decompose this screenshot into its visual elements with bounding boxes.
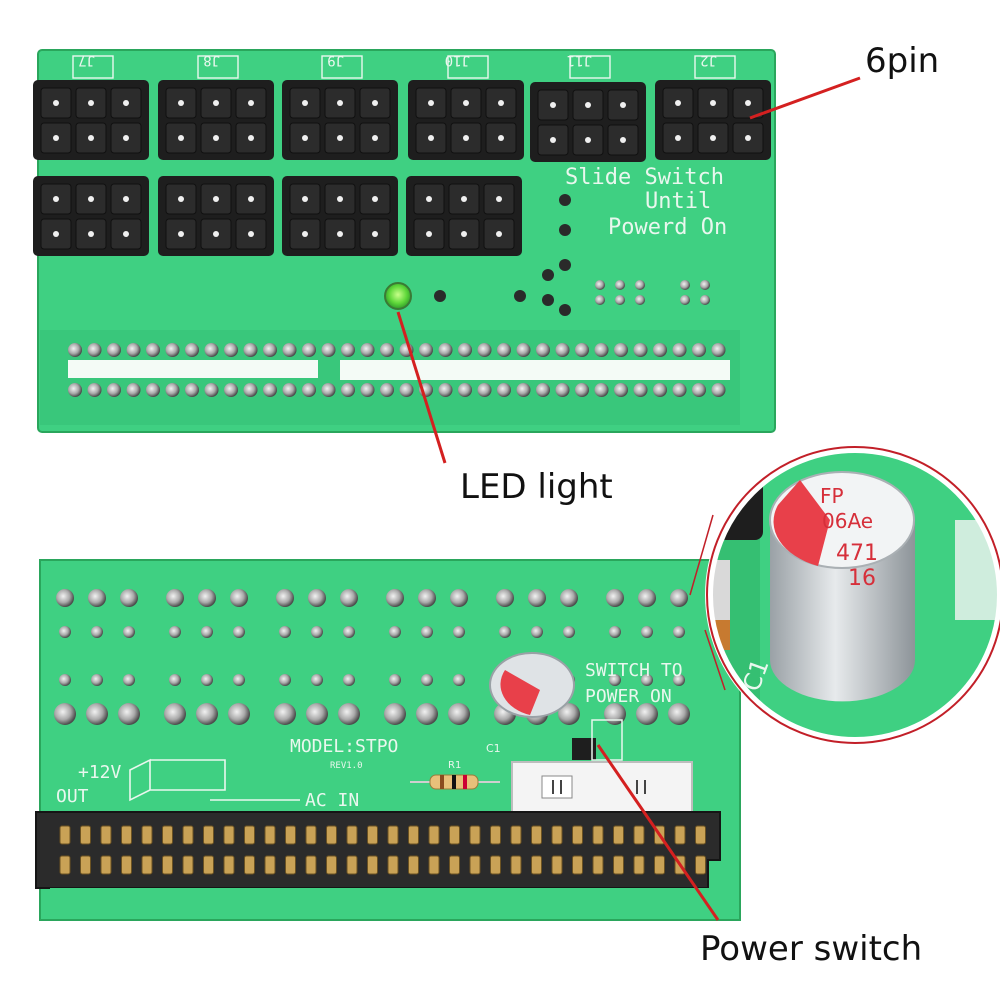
six-pin-callout: 6pin bbox=[865, 41, 940, 81]
cap-marking-2: 06Ae bbox=[822, 509, 873, 533]
connector-label: J10 bbox=[445, 52, 470, 68]
six-pin-connector bbox=[655, 80, 771, 160]
capacitor-c1: C1 bbox=[486, 652, 575, 755]
top-pcb-board: J7 J8 J9 J10 J11 J2 Slide Switch Until Powerd… bbox=[33, 49, 776, 433]
bottom-pcb-board: C1 SWITCH TO POWER ON MODEL:STPO REV1.0 … bbox=[35, 559, 741, 921]
c1-silk-label: C1 bbox=[486, 742, 501, 755]
power-switch-callout: Power switch bbox=[700, 929, 923, 969]
connector-labels: J7 J8 J9 J10 J11 J2 bbox=[72, 52, 736, 79]
led-callout-line bbox=[396, 311, 447, 464]
led-light-callout: LED light bbox=[460, 467, 613, 507]
six-pin-connector bbox=[33, 80, 149, 160]
connector-label: J9 bbox=[327, 52, 344, 68]
out-silk: OUT bbox=[56, 786, 89, 807]
six-pin-callout-line bbox=[749, 76, 861, 120]
model-silk: MODEL:STPO bbox=[290, 736, 398, 757]
six-pin-connector bbox=[158, 80, 274, 160]
plus12v-silk: +12V bbox=[78, 762, 122, 783]
power-on-silk: POWER ON bbox=[585, 686, 672, 707]
six-pin-connector bbox=[406, 176, 522, 256]
six-pin-connector bbox=[282, 176, 398, 256]
silk-line-2: Until bbox=[645, 189, 711, 214]
capacitor-zoom-inset: FP 06Ae 471 16 C1 bbox=[705, 445, 1000, 745]
power-slide-switch bbox=[511, 719, 693, 815]
cap-marking-1: FP bbox=[820, 484, 844, 508]
connector-label: J11 bbox=[567, 52, 592, 68]
six-pin-connector bbox=[282, 80, 398, 160]
cap-marking-4: 16 bbox=[848, 566, 876, 591]
connector-label: J7 bbox=[78, 52, 95, 68]
r1-silk: R1 bbox=[448, 760, 461, 771]
small-pad-array bbox=[542, 194, 710, 316]
power-switch-callout-line bbox=[596, 744, 720, 921]
cap-marking-3: 471 bbox=[836, 541, 878, 566]
six-pin-connector bbox=[530, 82, 646, 162]
edge-connector bbox=[35, 811, 721, 889]
six-pin-connector bbox=[158, 176, 274, 256]
six-pin-connectors bbox=[33, 80, 771, 256]
six-pin-connector bbox=[33, 176, 149, 256]
switch-to-silk: SWITCH TO bbox=[585, 660, 683, 681]
connector-label: J2 bbox=[700, 52, 717, 68]
connector-label: J8 bbox=[203, 52, 220, 68]
rev-silk: REV1.0 bbox=[330, 761, 363, 771]
ac-in-silk: AC IN bbox=[305, 790, 359, 811]
six-pin-connector bbox=[408, 80, 524, 160]
silk-line-1: Slide Switch bbox=[565, 165, 724, 190]
pin-header-holes bbox=[68, 343, 726, 397]
silk-line-3: Powerd On bbox=[608, 215, 727, 240]
led-light-component bbox=[384, 282, 412, 310]
